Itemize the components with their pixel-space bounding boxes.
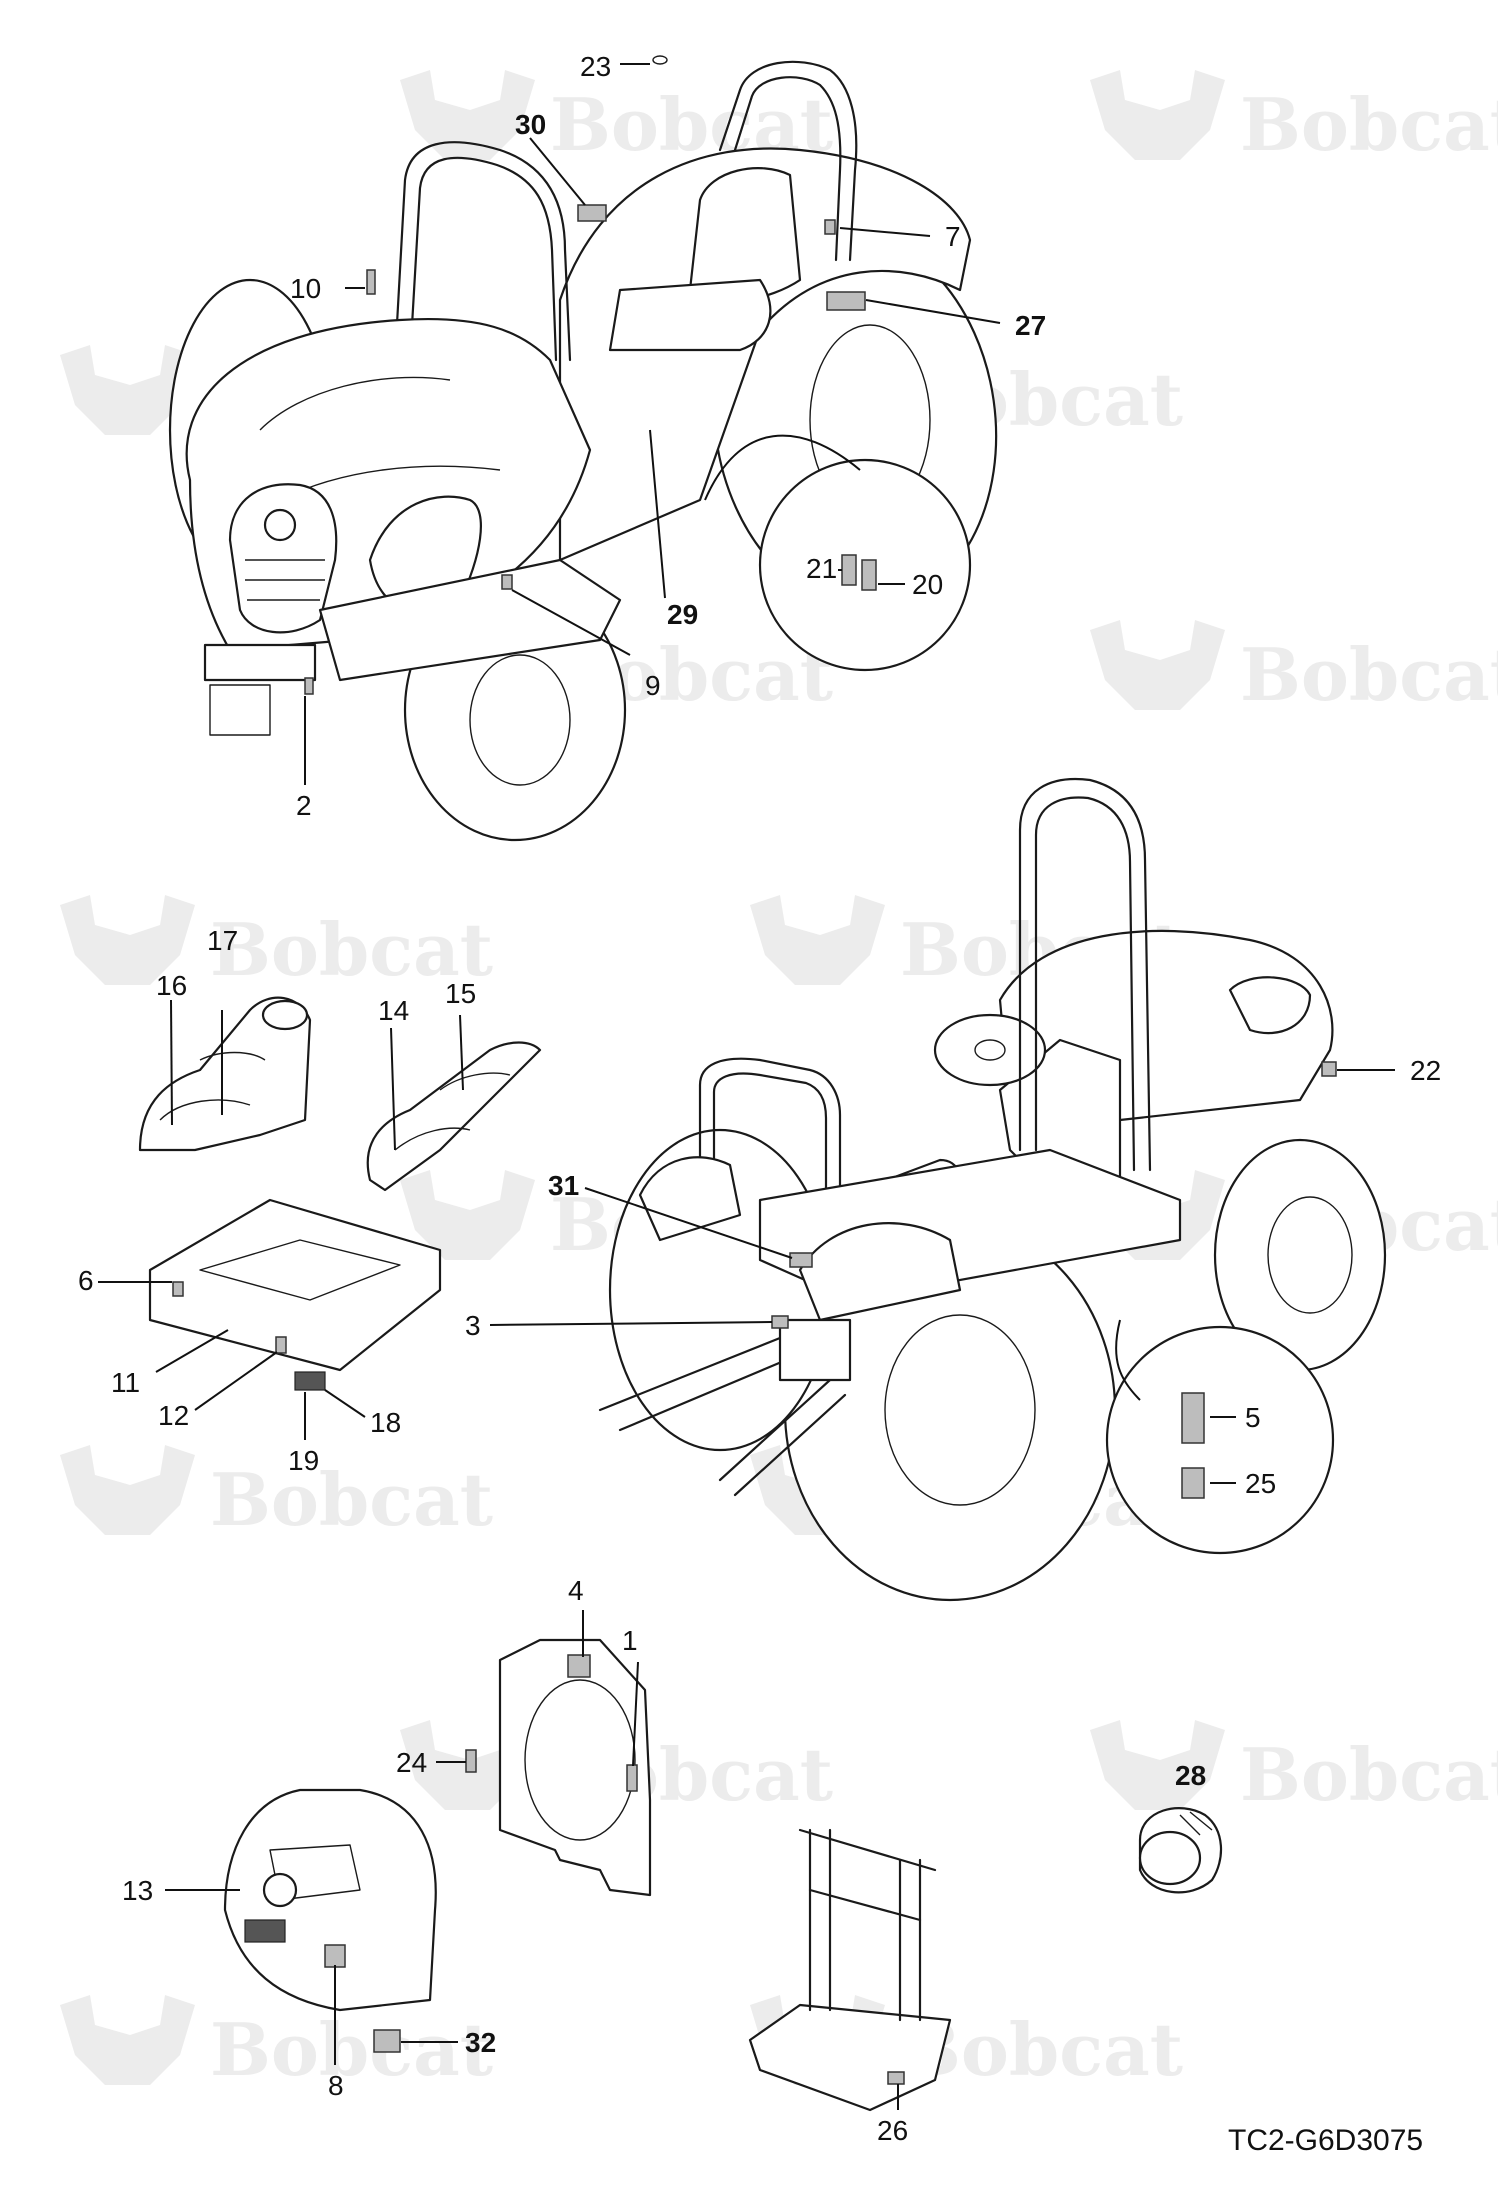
callout-8: 8 [328, 2070, 344, 2101]
watermark-text: Bobcat [1240, 632, 1498, 717]
watermark: Bobcat [1090, 70, 1498, 167]
decal-18-19 [294, 1371, 326, 1391]
callout-23: 23 [580, 51, 611, 82]
callout-27: 27 [1015, 310, 1046, 341]
callout-11: 11 [111, 1367, 140, 1398]
decal-5 [1181, 1392, 1205, 1444]
callout-29: 29 [667, 599, 698, 630]
callout-2: 2 [296, 790, 312, 821]
watermark-text: Bobcat [210, 907, 493, 992]
bobcat-logo-icon [60, 345, 195, 435]
watermark-text: Bobcat [1240, 1732, 1498, 1817]
callout-25: 25 [1245, 1468, 1276, 1499]
watermark: Bobcat [60, 895, 493, 992]
watermark: Bobcat [60, 1445, 493, 1542]
callout-15: 15 [445, 978, 476, 1009]
bobcat-logo-icon [60, 1445, 195, 1535]
bobcat-logo-icon [1090, 70, 1225, 160]
callout-26: 26 [877, 2115, 908, 2146]
callout-labels: 23 30 10 7 27 21 20 29 9 2 17 16 15 14 6… [78, 51, 1441, 2146]
decal-3 [771, 1315, 789, 1329]
watermark: Bobcat [60, 1995, 493, 2092]
bobcat-logo-icon [750, 895, 885, 985]
callout-9: 9 [645, 670, 661, 701]
callout-19: 19 [288, 1445, 319, 1476]
callout-17: 17 [207, 925, 238, 956]
decal-2 [304, 677, 314, 695]
decal-26 [887, 2071, 905, 2085]
decal-31 [789, 1252, 813, 1268]
dash-buttons [244, 1919, 286, 1943]
parts-middle-left [138, 996, 542, 1391]
bobcat-logo-icon [400, 1170, 535, 1260]
callout-18: 18 [370, 1407, 401, 1438]
watermark: Bobcat [1090, 1720, 1498, 1817]
watermark-text: Bobcat [1240, 82, 1498, 167]
callout-6: 6 [78, 1265, 94, 1296]
callout-7: 7 [945, 221, 961, 252]
callout-13: 13 [122, 1875, 153, 1906]
decal-7 [824, 219, 836, 235]
decal-8 [324, 1944, 346, 1968]
decal-32 [373, 2029, 401, 2053]
decal-22 [1321, 1061, 1337, 1077]
filter-28 [1138, 1807, 1223, 1894]
decal-30 [577, 204, 607, 222]
callout-10: 10 [290, 273, 321, 304]
callout-22: 22 [1410, 1055, 1441, 1086]
decal-9 [501, 574, 513, 590]
callout-5: 5 [1245, 1402, 1261, 1433]
callout-14: 14 [378, 995, 409, 1026]
decal-21 [841, 554, 857, 586]
callout-12: 12 [158, 1400, 189, 1431]
tractor-rear-view [598, 778, 1387, 1602]
watermark-text: Bobcat [210, 2007, 493, 2092]
callout-30: 30 [515, 109, 546, 140]
callout-21: 21 [806, 553, 837, 584]
parts-bottom [223, 1638, 1223, 2112]
decal-20 [861, 559, 877, 591]
decal-12 [275, 1336, 287, 1354]
bobcat-logo-icon [1090, 620, 1225, 710]
watermark-text: Bobcat [210, 1457, 493, 1542]
callout-16: 16 [156, 970, 187, 1001]
decal-25 [1181, 1467, 1205, 1499]
callout-1: 1 [622, 1625, 638, 1656]
bobcat-logo-icon [60, 1995, 195, 2085]
callout-24: 24 [396, 1747, 427, 1778]
decal-24 [465, 1749, 477, 1773]
tractor-front-view [168, 55, 998, 842]
leader-lines [98, 63, 1395, 2110]
callout-31: 31 [548, 1170, 579, 1201]
decal-27 [826, 291, 866, 311]
callout-32: 32 [465, 2027, 496, 2058]
decal-4 [567, 1654, 591, 1678]
bobcat-logo-icon [400, 70, 535, 160]
reference-code: TC2-G6D3075 [1228, 2124, 1423, 2157]
callout-4: 4 [568, 1575, 584, 1606]
decal-6 [172, 1281, 184, 1297]
callout-3: 3 [465, 1310, 481, 1341]
watermark: Bobcat [1090, 620, 1498, 717]
bobcat-logo-icon [60, 895, 195, 985]
decal-1 [626, 1764, 638, 1792]
decal-10 [366, 269, 376, 295]
bobcat-logo-icon [1090, 1720, 1225, 1810]
callout-28: 28 [1175, 1760, 1206, 1791]
detail-circle-middle [1105, 1325, 1335, 1555]
callout-20: 20 [912, 569, 943, 600]
decal-23 [652, 55, 668, 65]
